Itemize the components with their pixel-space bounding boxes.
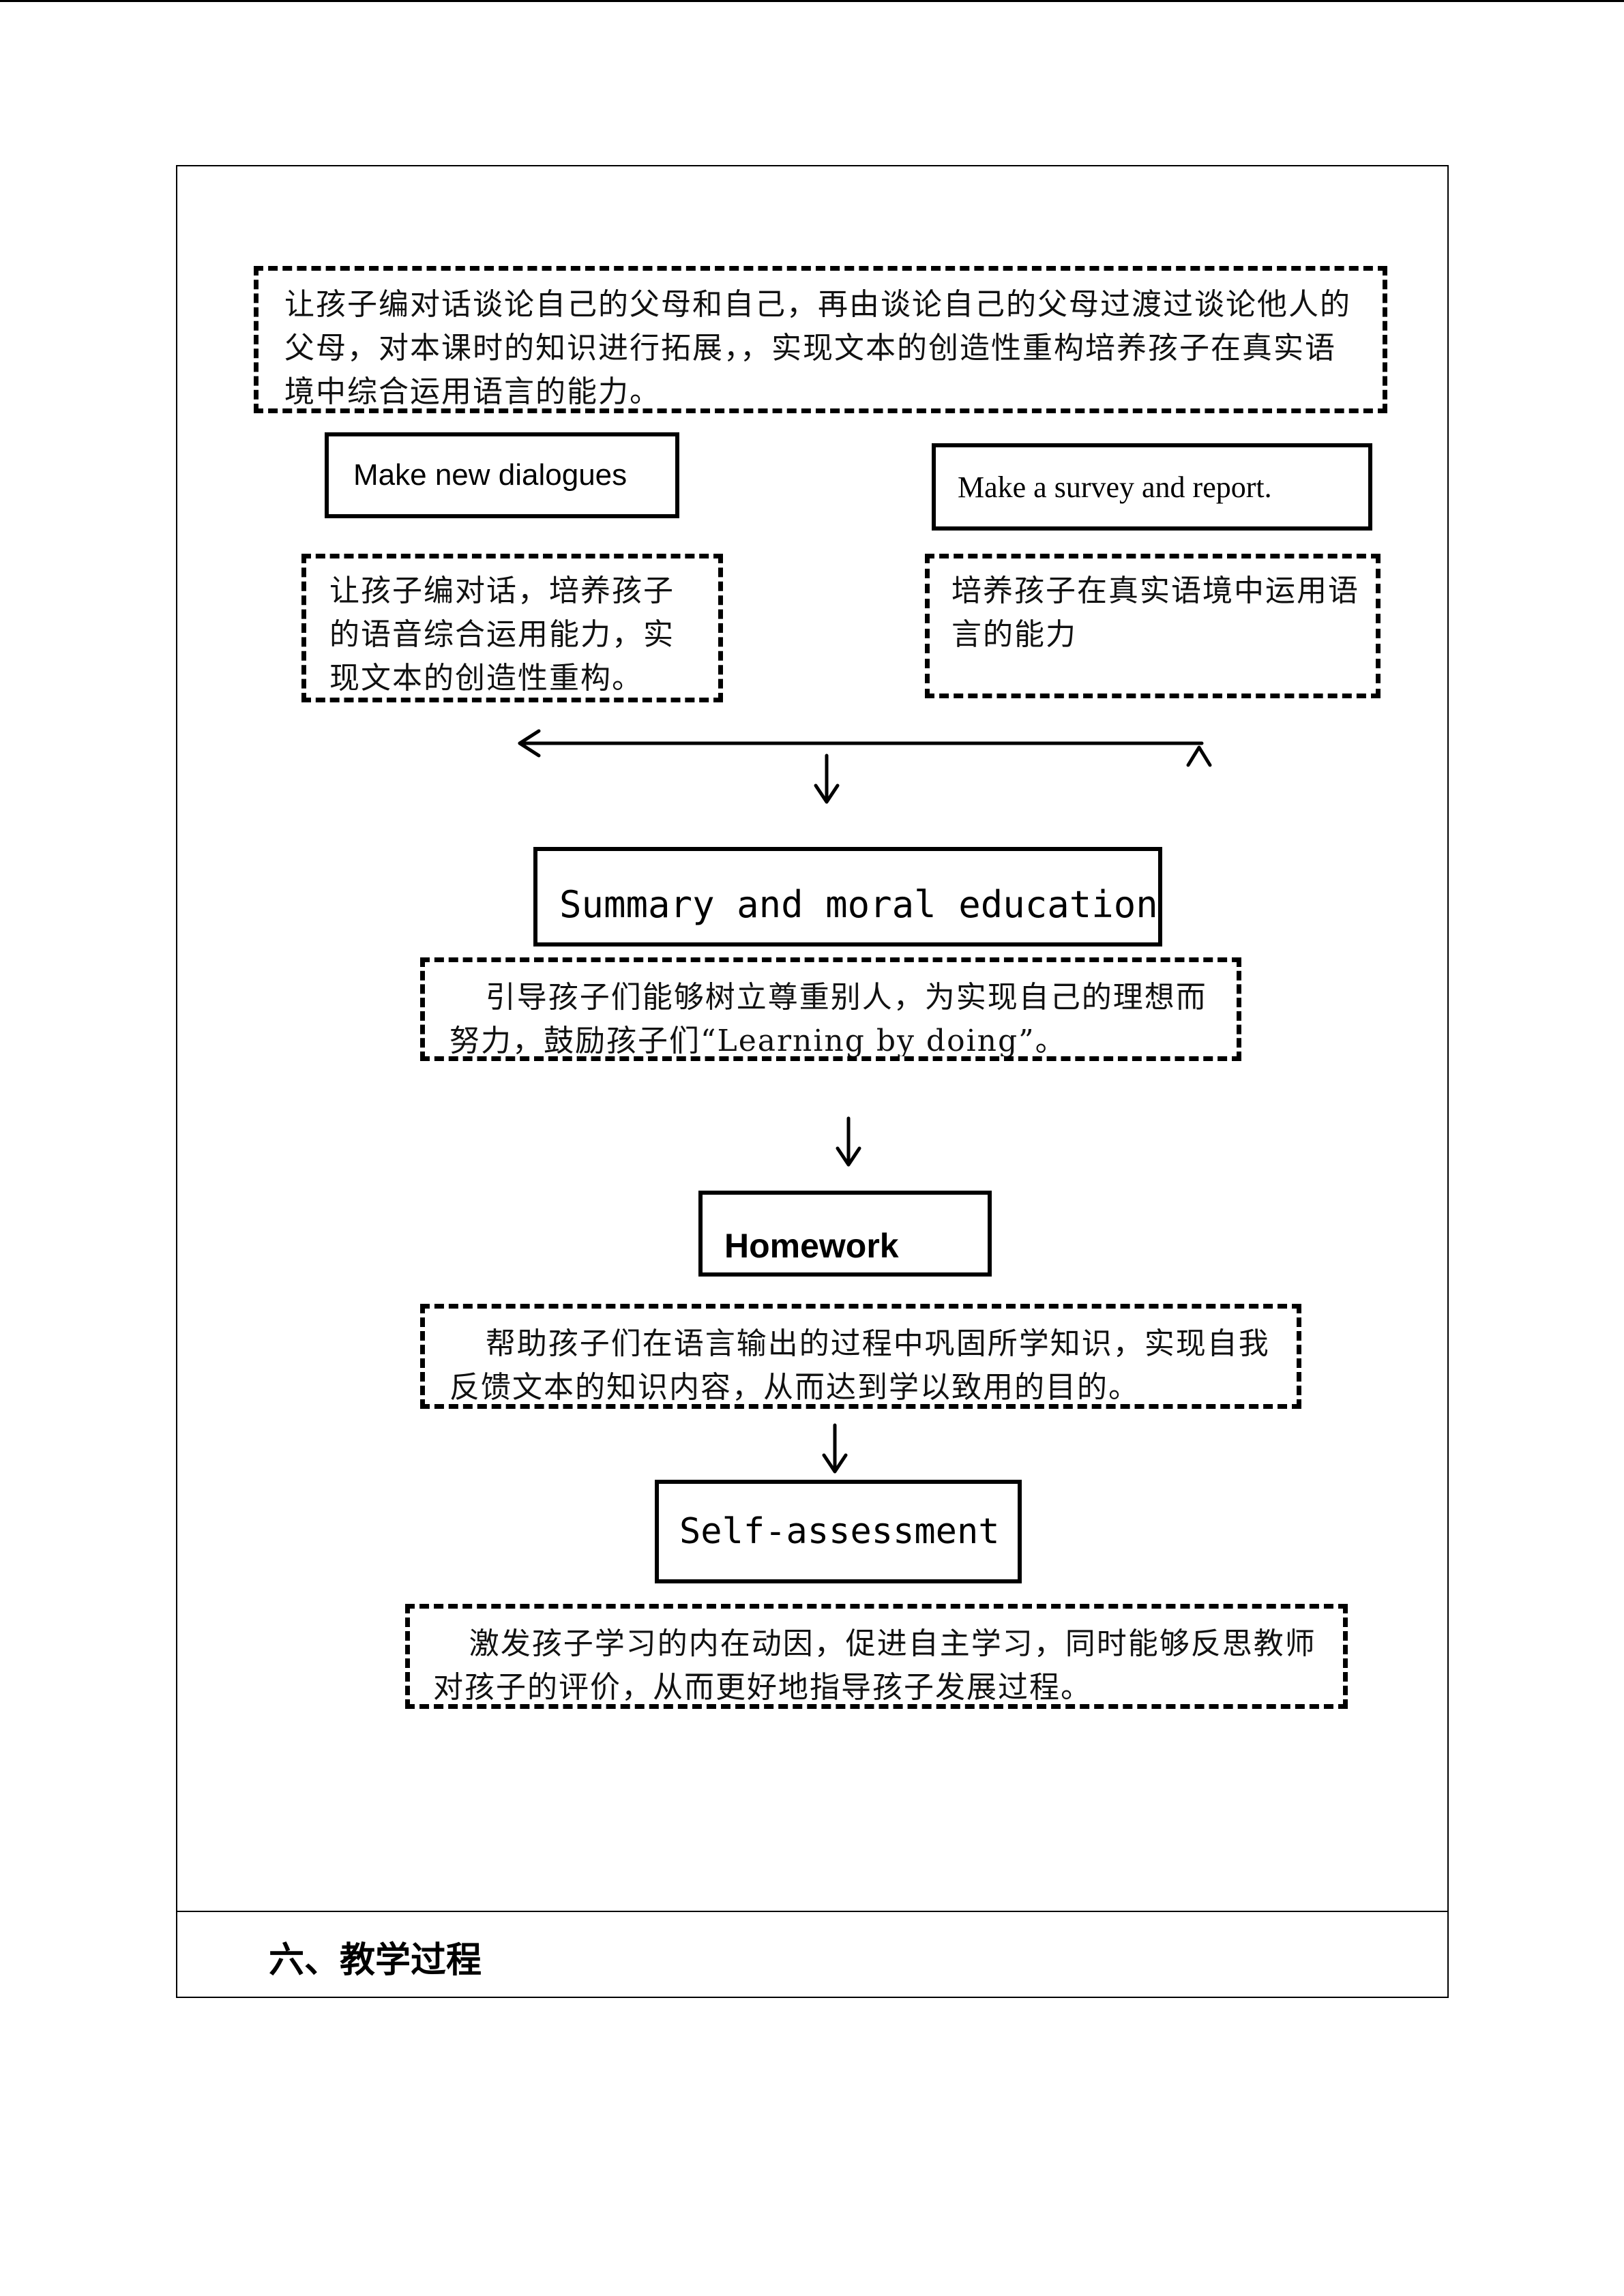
summary-moral-label: Summary and moral education xyxy=(559,883,1158,926)
homework-label: Homework xyxy=(724,1227,899,1265)
down-arrow-to-self-assessment xyxy=(822,1423,848,1474)
survey-report-box: Make a survey and report. xyxy=(932,443,1372,531)
self-assessment-box: Self-assessment xyxy=(655,1480,1022,1583)
section-frame xyxy=(176,1911,1449,1998)
survey-note-text: 培养孩子在真实语境中运用语言的能力 xyxy=(951,573,1359,652)
make-new-dialogues-box: Make new dialogues xyxy=(325,432,679,518)
summary-note-box: 引导孩子们能够树立尊重别人，为实现自己的理想而努力，鼓励孩子们“Learning… xyxy=(420,957,1241,1061)
section-heading-text: 六、教学过程 xyxy=(269,1940,482,1981)
summary-moral-box: Summary and moral education xyxy=(533,847,1162,946)
section-heading: 六、教学过程 xyxy=(269,1931,482,1982)
top-border-line xyxy=(0,0,1624,2)
survey-report-label: Make a survey and report. xyxy=(958,470,1272,504)
intro-note-box: 让孩子编对话谈论自己的父母和自己，再由谈论自己的父母过渡过谈论他人的父母，对本课… xyxy=(254,266,1387,413)
down-arrow-to-summary xyxy=(814,754,840,804)
merge-line-arrow xyxy=(518,729,1212,767)
homework-box: Homework xyxy=(698,1191,992,1277)
survey-note-box: 培养孩子在真实语境中运用语言的能力 xyxy=(925,554,1381,698)
make-new-dialogues-label: Make new dialogues xyxy=(353,458,628,492)
down-arrow-to-homework xyxy=(836,1116,861,1167)
summary-note-text: 引导孩子们能够树立尊重别人，为实现自己的理想而努力，鼓励孩子们“Learning… xyxy=(449,980,1207,1058)
homework-note-box: 帮助孩子们在语言输出的过程中巩固所学知识，实现自我反馈文本的知识内容，从而达到学… xyxy=(420,1304,1301,1409)
self-assessment-note-text: 激发孩子学习的内在动因，促进自主学习，同时能够反思教师对孩子的评价，从而更好地指… xyxy=(433,1626,1316,1705)
self-assessment-note-box: 激发孩子学习的内在动因，促进自主学习，同时能够反思教师对孩子的评价，从而更好地指… xyxy=(405,1604,1348,1709)
self-assessment-label: Self-assessment xyxy=(679,1511,1000,1552)
homework-note-text: 帮助孩子们在语言输出的过程中巩固所学知识，实现自我反馈文本的知识内容，从而达到学… xyxy=(449,1326,1270,1405)
intro-note-text: 让孩子编对话谈论自己的父母和自己，再由谈论自己的父母过渡过谈论他人的父母，对本课… xyxy=(284,287,1351,409)
dialogues-note-box: 让孩子编对话，培养孩子的语音综合运用能力，实现文本的创造性重构。 xyxy=(301,554,723,702)
dialogues-note-text: 让孩子编对话，培养孩子的语音综合运用能力，实现文本的创造性重构。 xyxy=(329,573,675,696)
